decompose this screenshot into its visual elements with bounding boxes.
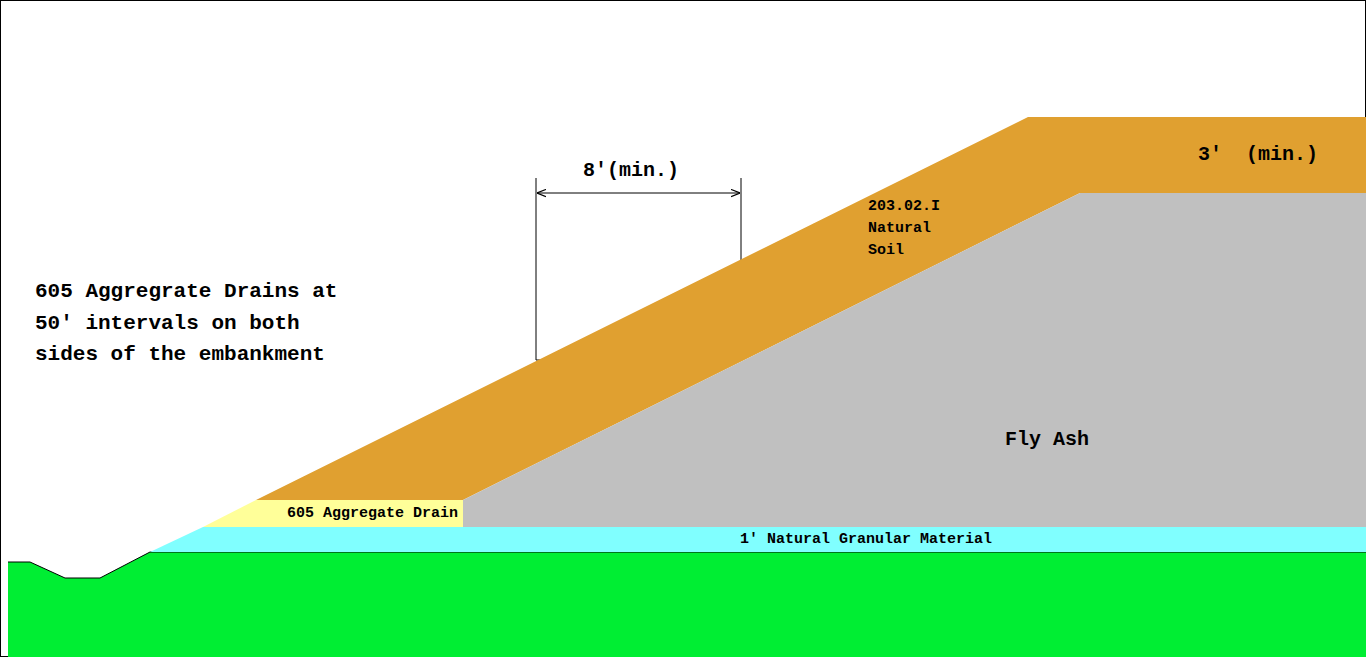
granular-layer-label: 1' Natural Granular Material — [740, 529, 992, 550]
fly-ash-zone-shape — [463, 193, 1366, 527]
extension-line — [536, 178, 537, 360]
fly-ash-zone-label: Fly Ash — [1005, 426, 1089, 454]
ground — [8, 552, 1366, 657]
fly-ash-zone-fill — [463, 193, 1366, 527]
dimension-label: 3' (min.) — [1198, 142, 1318, 168]
aggregate-drain-fill — [203, 500, 463, 527]
granular-layer: 1' Natural Granular Material — [150, 527, 1366, 552]
fly-ash-zone: Fly Ash — [463, 193, 1366, 527]
aggregate-drain-label: 605 Aggregate Drain — [287, 503, 458, 524]
aggregate-drain: 605 Aggregate Drain — [203, 500, 463, 527]
granular-layer-fill — [150, 527, 1366, 552]
dimension-label: 8'(min.) — [583, 158, 679, 184]
natural-soil-band-label: 203.02.I Natural Soil — [868, 196, 968, 261]
ditch-line — [8, 552, 150, 578]
note-text: 605 Aggregrate Drains at 50' intervals o… — [35, 276, 345, 371]
dimension-arrow — [537, 193, 740, 194]
